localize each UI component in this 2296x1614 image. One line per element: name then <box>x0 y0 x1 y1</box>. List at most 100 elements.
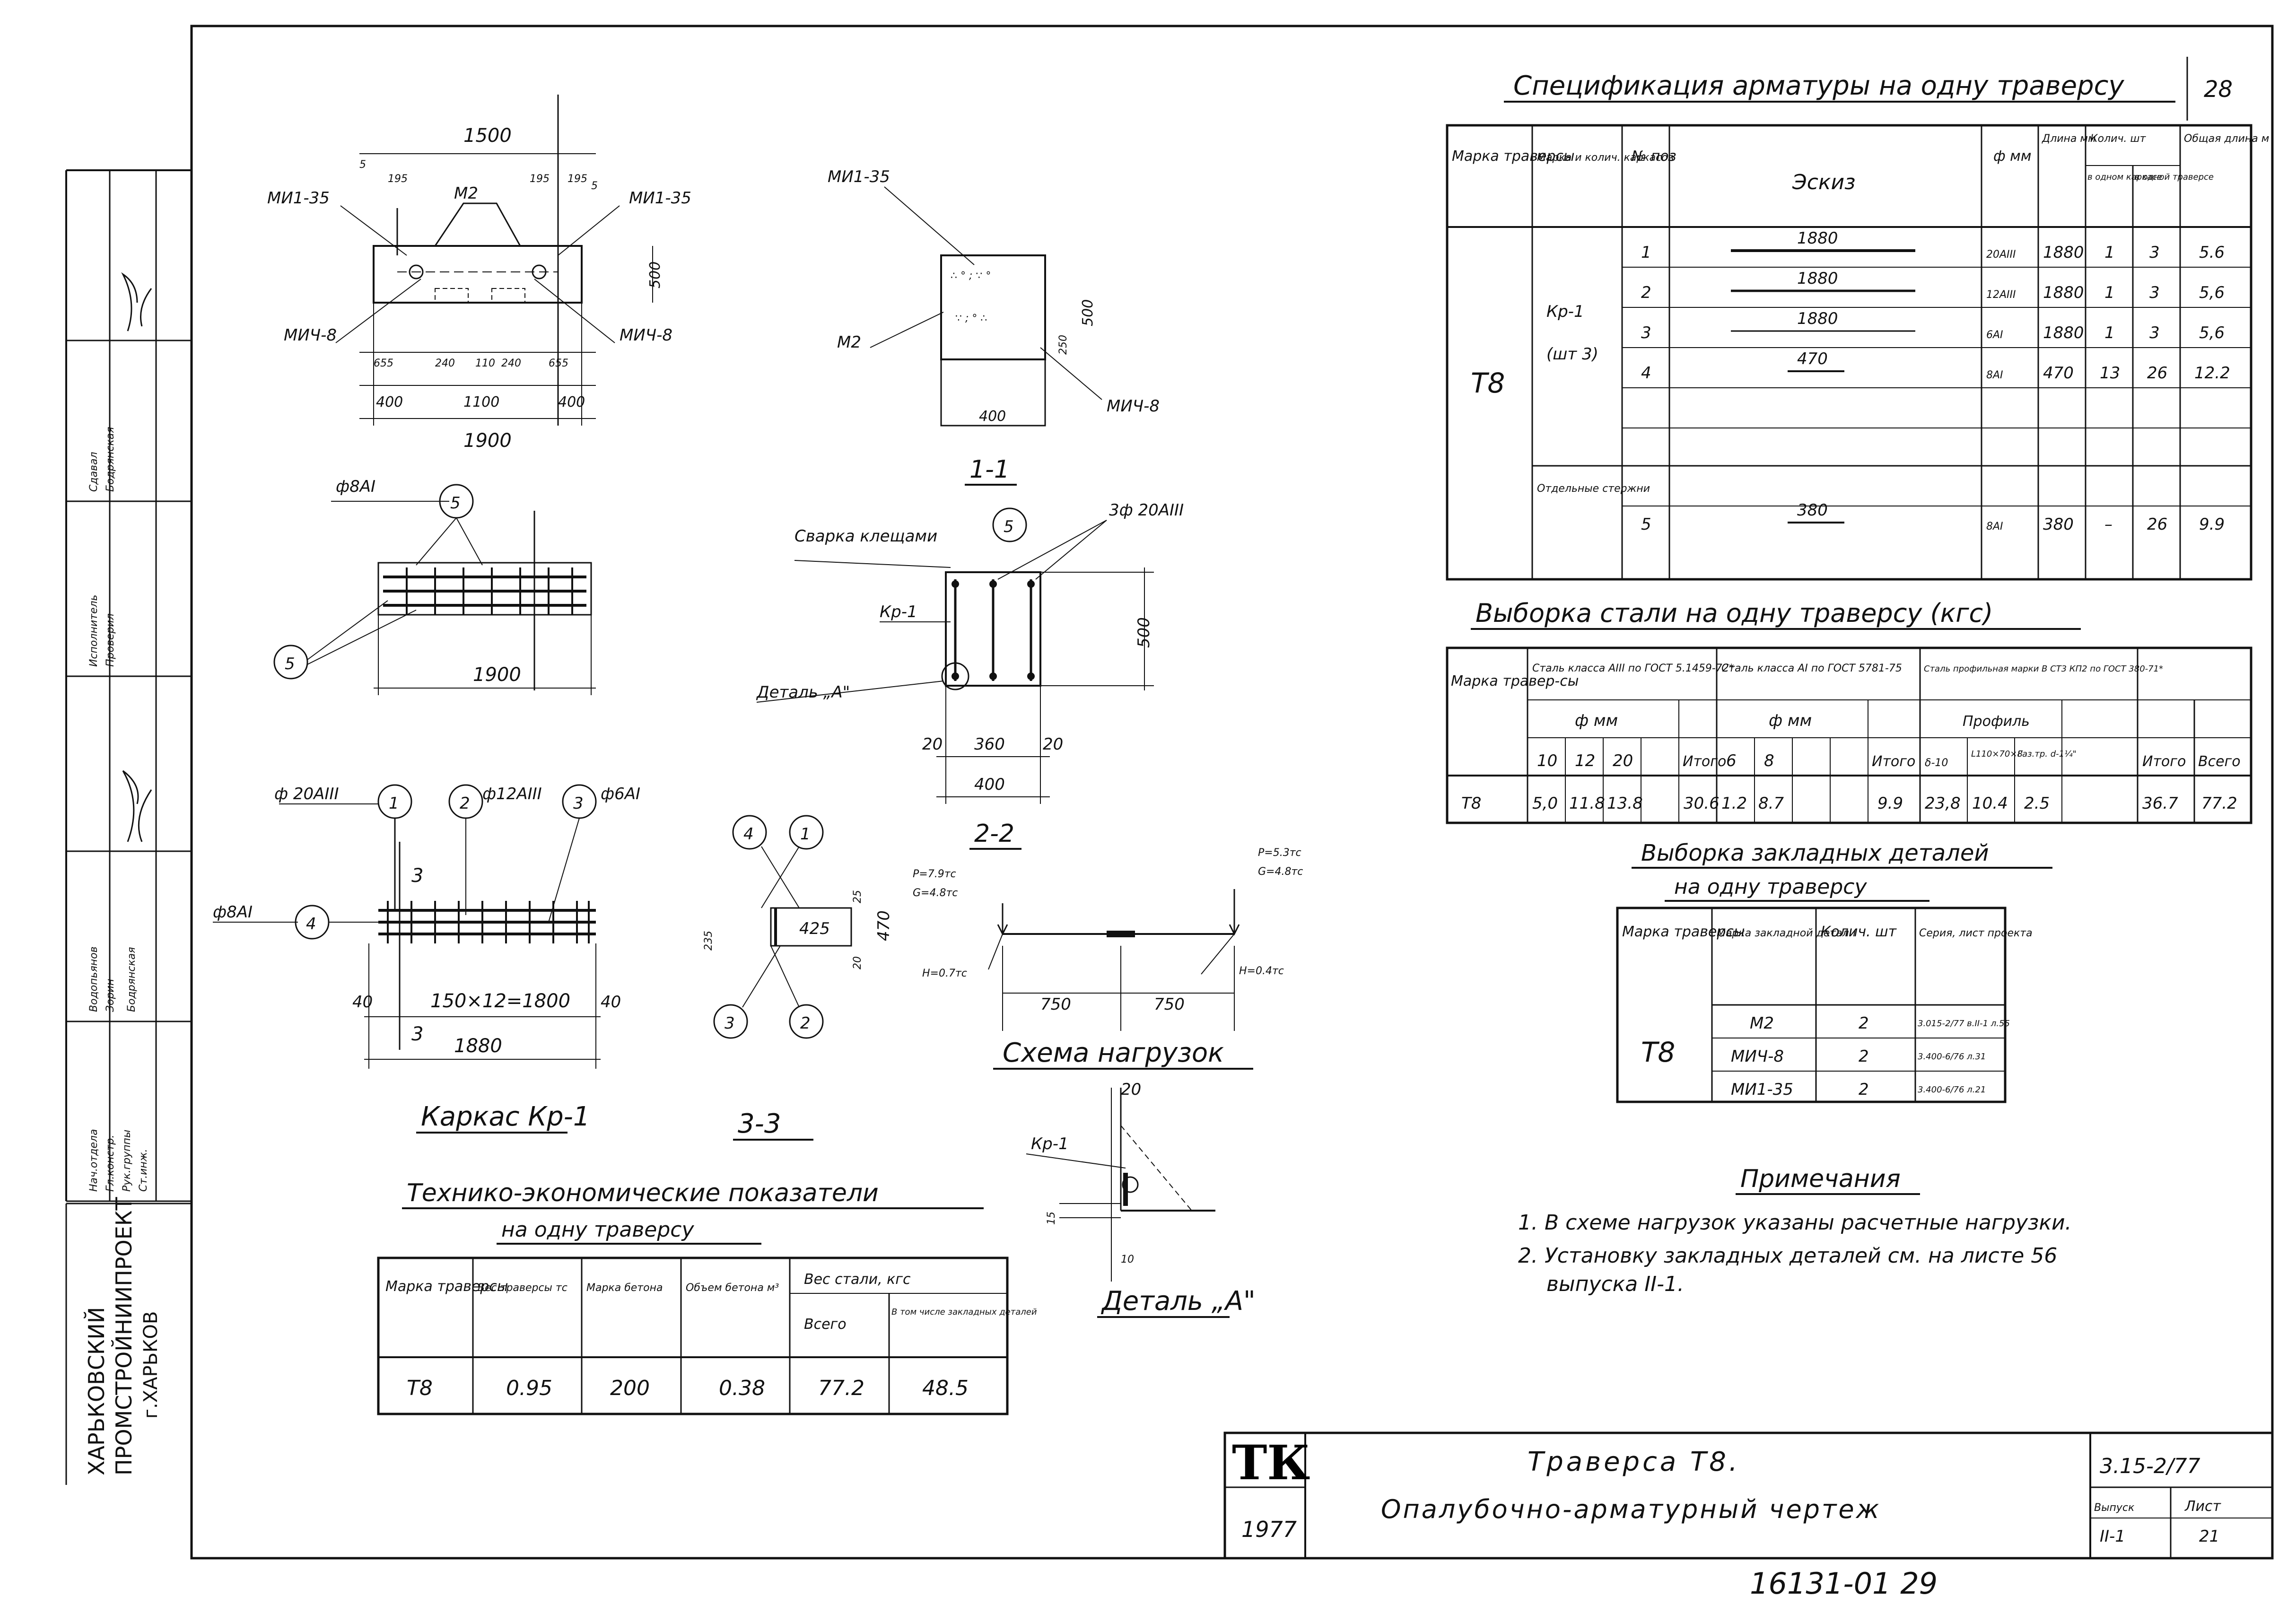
spec-h-frame: Марка и колич. каркасов <box>1537 152 1674 164</box>
label-g48: G=4.8тс <box>913 887 958 899</box>
steel-h-total-3: Итого <box>2142 753 2186 770</box>
spec-row: 3 1880 6AI 1880 1 3 5,6 <box>1641 309 2225 342</box>
steel-h-aiii: Сталь класса AIII по ГОСТ 5.1459-72* <box>1532 663 1734 674</box>
callout-5: 5 <box>1004 517 1014 536</box>
org-line-3: г.ХАРЬКОВ <box>140 1311 162 1419</box>
embed-row: М2 2 3.015-2/77 в.II-1 л.55 <box>1750 1014 2010 1033</box>
steel-cell: 30.6 <box>1684 794 1720 813</box>
spec-cell-dia: 20AIII <box>1986 249 2016 261</box>
dim-150x12: 150×12=1800 <box>430 990 570 1012</box>
dim-5: 5 <box>359 159 366 171</box>
spec-cell-pos: 3 <box>1641 323 1651 342</box>
note-1: 1. В схеме нагрузок указаны расчетные на… <box>1518 1211 2072 1235</box>
spec-cell-pos: 2 <box>1641 283 1651 302</box>
spec-h-len: Длина мм <box>2042 133 2096 145</box>
spec-cell-sketch: 470 <box>1797 349 1828 368</box>
label-fi6: ф6AI <box>601 785 640 803</box>
label-mi135: МИ1-35 <box>629 189 691 208</box>
steel-cell: 36.7 <box>2142 794 2178 813</box>
spec-h-pos: № поз <box>1631 148 1676 165</box>
steel-cell: 23,8 <box>1925 794 1961 813</box>
concrete-hatch: ∵ ; ° ∴ <box>955 313 987 324</box>
embed-cell-qty: 2 <box>1859 1080 1869 1099</box>
label-mich8: МИЧ-8 <box>620 326 672 345</box>
steel-col-prof: L110×70×8 <box>1971 749 2023 759</box>
spec-cell-dia: 6AI <box>1986 329 2003 341</box>
spec-cell-per-trav: 26 <box>2147 364 2167 383</box>
name-2: Зорин <box>105 979 116 1012</box>
steel-cell: 1.2 <box>1721 794 1747 813</box>
role-2: Гл.констр. <box>105 1135 116 1192</box>
title-sub: Опалубочно-арматурный чертеж <box>1381 1494 1881 1524</box>
dim-235: 235 <box>703 931 715 951</box>
spec-h-total: Общая длина м <box>2184 133 2269 145</box>
spec-brand: Т8 <box>1471 367 1505 399</box>
steel-col-aiii: 12 <box>1575 751 1595 770</box>
dim-500: 500 <box>647 262 663 288</box>
tech-cell-weight: 0.95 <box>506 1376 552 1400</box>
role-4: Ст.инж. <box>138 1149 149 1192</box>
spec-cell-per-frame: 13 <box>2100 364 2120 383</box>
title-block: ТК 1977 Траверса Т8. Опалубочно-арматурн… <box>1223 1431 2274 1560</box>
steel-h-profile: Профиль <box>1963 713 2030 730</box>
tech-h-concrete: Марка бетона <box>586 1282 663 1294</box>
spec-cell-sketch: 380 <box>1797 501 1828 520</box>
section-mark-3: 3 <box>411 865 423 887</box>
label-fi20: ф 20AIII <box>274 785 339 803</box>
tech-h-volume: Объем бетона м³ <box>686 1282 779 1294</box>
label-m2: М2 <box>454 184 478 203</box>
notes-title: Примечания <box>1740 1165 1901 1193</box>
spec-h-brand: Марка траверсы <box>1452 148 1575 165</box>
load-scheme: P=7.9тс G=4.8тс H=0.7тс P=5.3тс G=4.8тс … <box>913 847 1303 1070</box>
tech-cell-concrete: 200 <box>610 1376 650 1400</box>
spec-row: 4 470 8AI 470 13 26 12.2 <box>1641 349 2230 383</box>
label-fi8ai: ф8AI <box>336 477 375 496</box>
name-1: Водопьянов <box>88 946 100 1012</box>
steel-cell: 9.9 <box>1877 794 1903 813</box>
label-mi135-s11: МИ1-35 <box>828 167 890 186</box>
spec-cell-sketch: 1880 <box>1797 229 1838 248</box>
dim-400-s22: 400 <box>974 775 1005 794</box>
label-kr1-da: Кр-1 <box>1031 1134 1069 1153</box>
callout-2: 2 <box>800 1014 811 1033</box>
section-3-3: 4 1 3 2 425 235 470 25 20 3-3 <box>703 815 893 1141</box>
title-series: 3.15-2/77 <box>2100 1454 2200 1478</box>
note-2: 2. Установку закладных деталей см. на ли… <box>1518 1244 2057 1268</box>
label-welding: Сварка клещами <box>794 527 937 546</box>
spec-row: 5 380 8AI 380 – 26 9.9 <box>1641 501 2225 534</box>
section-2-2: Сварка клещами Кр-1 Деталь „А" 5 3ф 20AI… <box>756 501 1184 850</box>
spec-cell-len: 1880 <box>2043 283 2084 302</box>
dim-1900-frame: 1900 <box>473 664 521 686</box>
embed-cell-mark: МИЧ-8 <box>1731 1047 1784 1066</box>
section-1-1-title: 1-1 <box>969 455 1010 484</box>
embed-cell-mark: М2 <box>1750 1014 1774 1033</box>
dim-20-s22: 20 <box>922 735 943 754</box>
dim-110: 110 <box>475 358 495 369</box>
steel-col-ai: 8 <box>1764 751 1774 770</box>
dim-195: 195 <box>567 173 587 185</box>
embed-h-ref: Серия, лист проекта <box>1919 927 2033 939</box>
tech-table: Технико-экономические показатели на одну… <box>377 1179 1037 1415</box>
dim-750: 750 <box>1040 995 1071 1014</box>
embed-cell-qty: 2 <box>1859 1047 1869 1066</box>
spec-cell-len: 470 <box>2043 364 2074 383</box>
steel-cell: 2.5 <box>2024 794 2050 813</box>
signature-1 <box>121 272 152 332</box>
steel-col-aiii: 10 <box>1537 751 1557 770</box>
role-5: Исполнитель <box>88 594 100 667</box>
embed-h-brand: Марка траверсы <box>1622 924 1745 940</box>
spec-row: 1 1880 20AIII 1880 1 3 5.6 <box>1641 229 2225 262</box>
spec-cell-per-trav: 26 <box>2147 515 2167 534</box>
load-scheme-title: Схема нагрузок <box>1003 1038 1224 1068</box>
label-mich8: МИЧ-8 <box>284 326 337 345</box>
spec-cell-pos: 1 <box>1641 243 1651 262</box>
spec-cell-total: 12.2 <box>2194 364 2230 383</box>
spec-cell-total: 9.9 <box>2199 515 2225 534</box>
spec-cell-total: 5,6 <box>2199 323 2225 342</box>
steel-h-fmm-1: ф мм <box>1575 711 1618 730</box>
steel-cell: 8.7 <box>1758 794 1784 813</box>
steel-h-prof: Сталь профильная марки В СТ3 КП2 по ГОСТ… <box>1924 664 2163 674</box>
title-sheet: 21 <box>2199 1527 2219 1546</box>
steel-col-aiii: 20 <box>1613 751 1633 770</box>
